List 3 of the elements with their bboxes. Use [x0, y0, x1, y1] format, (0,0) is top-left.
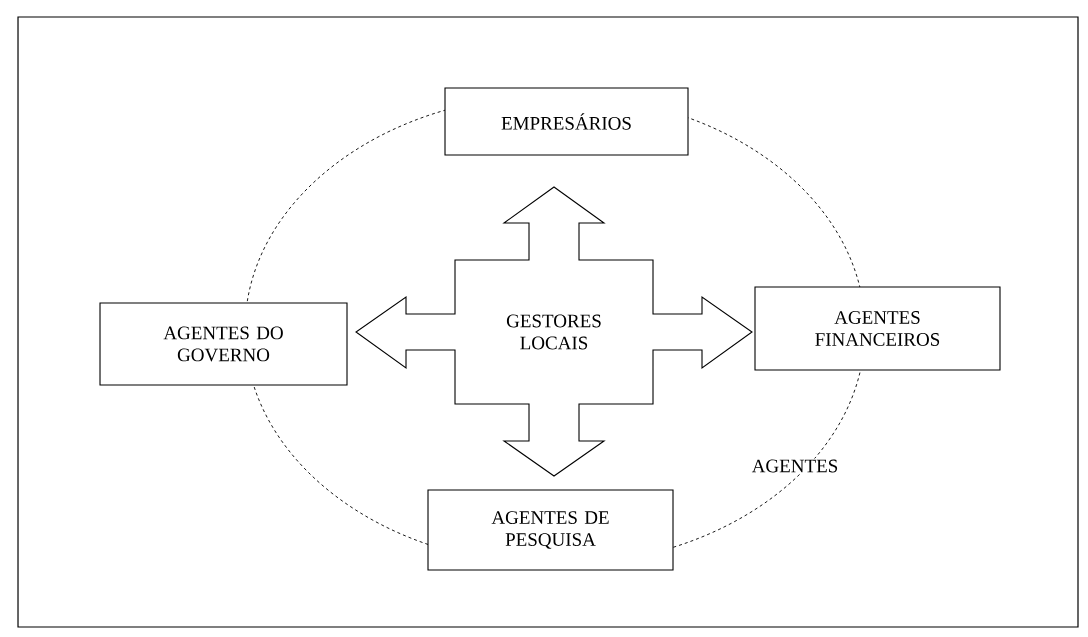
- process-box: EMPRESÁRIOS: [444, 87, 689, 156]
- process-box: AGENTES DO GOVERNO: [99, 302, 348, 386]
- process-box: AGENTES FINANCEIROS: [754, 286, 1001, 371]
